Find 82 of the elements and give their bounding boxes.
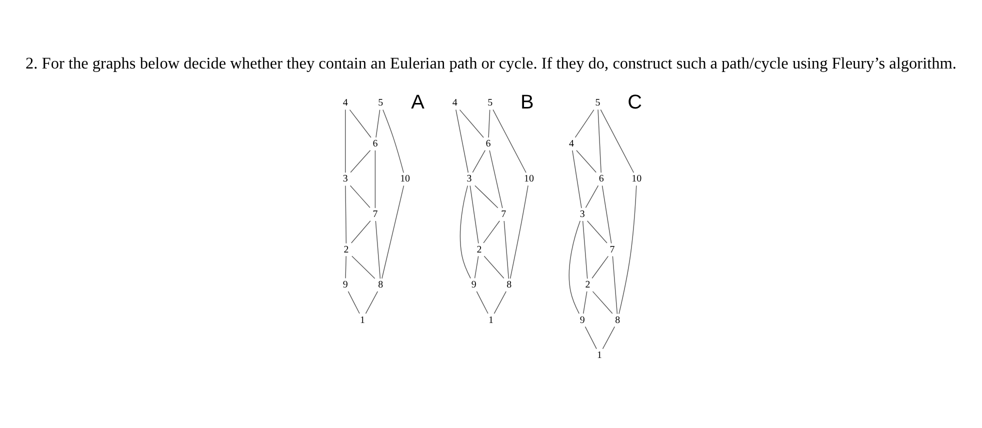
node-text: 9 [342,280,348,291]
connector [476,291,488,314]
node-text: 2 [344,244,349,256]
node-text: 4 [342,98,348,109]
connector [382,109,404,174]
connector [460,185,471,279]
node-text: 8 [506,280,512,291]
connector [472,150,486,173]
connector [484,256,504,279]
node-text: 9 [471,280,476,291]
connector [474,256,479,279]
node-text: 10 [524,174,534,185]
node-text: 2 [585,280,590,291]
connector [584,326,597,350]
node-text: 3 [580,208,585,220]
connector [572,150,582,208]
node-text: 10 [400,174,410,185]
node-text: 1 [597,350,602,362]
node-text: 9 [580,314,585,326]
node-text: 4 [569,138,574,150]
node-text: 5 [378,98,384,109]
node-text: 7 [372,208,378,220]
connector [494,291,506,314]
node-text: 7 [610,244,615,256]
connector [618,185,637,314]
connector [348,291,360,314]
connector [365,291,378,314]
node-text: 1 [360,314,366,326]
node-text: 4 [452,98,458,109]
connector [489,150,503,208]
node-text: 8 [378,280,384,291]
node-text: 6 [486,138,491,150]
connector [510,185,528,279]
connector [592,256,609,279]
connector [345,109,346,173]
connector [376,109,380,138]
connector [602,185,612,244]
node-text: 5 [595,98,600,109]
connector [598,109,602,173]
connector [375,220,381,279]
connector [612,256,618,314]
label: C [628,91,642,114]
node-text: 2 [476,244,482,256]
connector [349,109,372,138]
connector [382,185,404,279]
label: B [520,91,534,114]
connector [474,185,498,208]
connector [576,150,596,173]
connector [582,220,588,279]
connector [504,220,510,279]
node-text: 3 [466,174,472,185]
node-text: 3 [342,174,348,185]
connector [350,220,371,244]
connector [352,256,376,279]
node-text: 10 [632,174,642,185]
node-text: 7 [501,208,506,220]
connector [574,109,594,138]
connector [585,185,599,208]
node-text: 1 [488,314,494,326]
connector [345,185,347,244]
connector [582,291,588,314]
connector [568,220,581,314]
connector [459,109,484,138]
diagram-title: 2. For the graphs below decide whether they contain an Eulerian path or cycle. If they do, construct such a path/cycle using Fleury’s algorithm. [26,53,956,72]
connector [483,220,500,244]
connector [492,109,526,173]
connector [470,185,479,244]
node-text: 6 [598,174,604,185]
label: A [411,91,424,114]
connector [586,220,608,244]
connector [602,326,616,350]
connector [592,291,613,314]
node-text: 8 [615,314,620,326]
node-text: 6 [372,138,378,150]
connector [345,256,346,279]
connector [456,109,469,173]
connector [488,109,490,138]
connector [350,185,370,208]
connector [600,109,634,173]
connector [374,150,376,208]
node-text: 5 [488,98,493,109]
connector [350,150,371,173]
